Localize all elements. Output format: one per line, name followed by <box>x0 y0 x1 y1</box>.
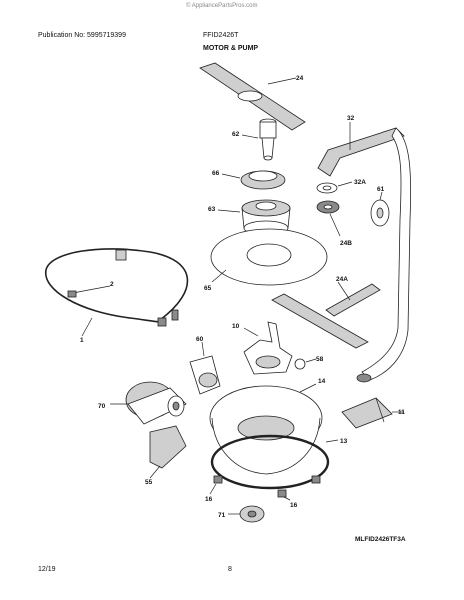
lower-spray-arm <box>271 281 381 349</box>
callout-32a: 32A <box>354 179 366 186</box>
clip-left <box>209 475 223 495</box>
callout-13: 13 <box>340 438 348 445</box>
water-supply-tube <box>317 122 412 383</box>
callout-10: 10 <box>232 323 240 330</box>
callout-24a: 24A <box>336 276 348 283</box>
callout-32: 32 <box>347 115 355 122</box>
callout-11: 11 <box>398 409 405 416</box>
spray-arm-nut <box>241 118 277 161</box>
drain-pump <box>341 397 404 429</box>
motor-bracket <box>149 425 187 479</box>
filter-plate <box>210 228 328 286</box>
callout-70: 70 <box>98 403 106 410</box>
callout-16-right: 16 <box>290 502 298 509</box>
upper-spray-arm <box>199 62 306 131</box>
callout-71: 71 <box>218 512 226 519</box>
callout-66: 66 <box>212 170 220 177</box>
callout-61: 61 <box>377 186 385 193</box>
diagram-code: MLFID2426TF3A <box>355 536 406 543</box>
sump-assembly <box>209 383 323 475</box>
watermark: © AppliancePartsPros.com <box>186 3 258 9</box>
section-title: MOTOR & PUMP <box>203 45 259 52</box>
callout-55: 55 <box>145 479 153 486</box>
washer <box>316 181 353 194</box>
callout-2: 2 <box>110 281 114 288</box>
callout-63: 63 <box>208 206 216 213</box>
check-ball <box>294 358 317 370</box>
diverter-motor <box>189 341 221 395</box>
heating-element <box>45 248 189 337</box>
page-number: 8 <box>228 566 232 573</box>
pump-housing <box>243 321 293 375</box>
callout-60: 60 <box>196 336 204 343</box>
filter-ring <box>221 170 286 190</box>
callout-24b: 24B <box>340 240 352 247</box>
circulation-pump-motor <box>110 381 187 425</box>
callout-1: 1 <box>80 337 84 344</box>
clip-right <box>277 475 321 501</box>
callout-16-left: 16 <box>205 496 213 503</box>
publication-number: Publication No: 5995719399 <box>38 32 126 39</box>
callout-65: 65 <box>204 285 212 292</box>
seal <box>370 191 390 227</box>
footer-date: 12/19 <box>38 566 56 573</box>
callout-14: 14 <box>318 378 326 385</box>
callout-24: 24 <box>296 75 304 82</box>
model-number: FFID2426T <box>203 32 239 39</box>
grommet <box>228 505 265 523</box>
callout-62: 62 <box>232 131 240 138</box>
spray-arm-bearing <box>316 200 341 237</box>
sump-gasket <box>210 434 339 490</box>
callout-58: 58 <box>316 356 324 363</box>
heater-sensor <box>67 249 127 298</box>
